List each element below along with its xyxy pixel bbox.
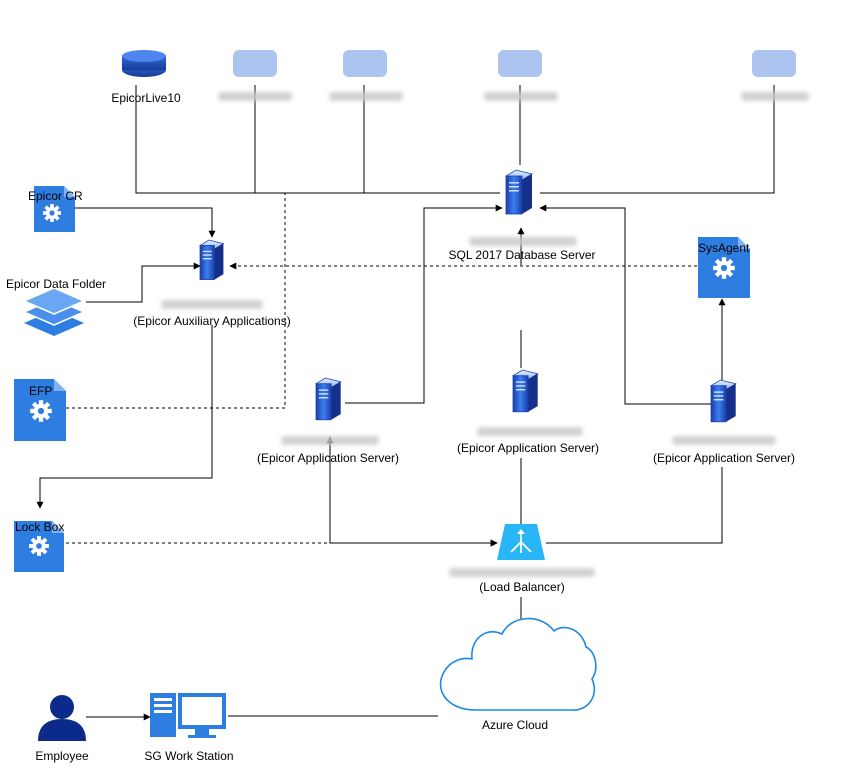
connector-efp-db [66, 193, 286, 409]
load-balancer-label: (Load Balancer) [479, 580, 565, 594]
connector-cr-aux [75, 207, 216, 238]
lock-box-icon [14, 521, 64, 572]
app-server-icon-3 [710, 379, 737, 423]
redacted-db-name-3 [329, 92, 403, 101]
workstation-icon [150, 693, 226, 738]
lock-box-label: Lock Box [15, 520, 65, 534]
app-server-icon-1 [315, 377, 342, 421]
efp-label: EFP [29, 384, 53, 398]
database-icon-2 [233, 50, 277, 77]
db-server-label: SQL 2017 Database Server [448, 248, 596, 262]
epicor-cr-icon [34, 186, 75, 232]
data-folder-icon [22, 287, 86, 336]
connector-datafolder-aux [86, 262, 201, 303]
db-server-icon [505, 169, 533, 215]
app-server-label-2: (Epicor Application Server) [456, 441, 600, 455]
app-server-label-3: (Epicor Application Server) [652, 451, 796, 465]
redacted-app-server-name-2 [477, 427, 583, 436]
employee-label: Employee [35, 749, 89, 763]
azure-cloud-label: Azure Cloud [481, 718, 549, 732]
redacted-db-name-5 [741, 92, 809, 101]
connectors [36, 85, 775, 721]
connector-db5 [540, 85, 775, 194]
employee-icon [38, 695, 86, 741]
connector-db1 [135, 85, 500, 194]
load-balancer-icon [497, 524, 545, 560]
epicor-cr-label: Epicor CR [28, 189, 83, 203]
connector-aux-lockbox [36, 325, 213, 509]
database-icon-4 [498, 50, 542, 77]
sysagent-icon [698, 237, 750, 298]
redacted-app-server-name-1 [281, 436, 379, 445]
app-server-icon-2 [512, 369, 539, 413]
connector-app3-lb [546, 467, 723, 544]
database-icon-epicorlive10 [122, 50, 166, 77]
database-icon-5 [752, 50, 796, 77]
redacted-app-server-name-3 [672, 436, 776, 445]
redacted-db-name-4 [484, 92, 558, 101]
connector-app3-db [539, 204, 722, 405]
app-server-label-1: (Epicor Application Server) [256, 451, 400, 465]
aux-server-label: (Epicor Auxiliary Applications) [133, 314, 291, 328]
redacted-lb-name [449, 568, 595, 577]
db-label-epicorlive10: EpicorLive10 [111, 91, 181, 105]
data-folder-label: Epicor Data Folder [6, 277, 107, 291]
database-icon-3 [343, 50, 387, 77]
sysagent-label: SysAgent [698, 241, 750, 255]
aux-server-icon [199, 239, 224, 281]
dashed-connectors [66, 193, 697, 547]
connector-app1-db [345, 204, 503, 404]
efp-icon [14, 379, 66, 441]
azure-cloud-icon [439, 617, 597, 711]
redacted-db-name-2 [218, 92, 292, 101]
redacted-aux-server-name [161, 300, 263, 309]
redacted-db-server-name [469, 237, 577, 246]
workstation-label: SG Work Station [144, 749, 234, 763]
